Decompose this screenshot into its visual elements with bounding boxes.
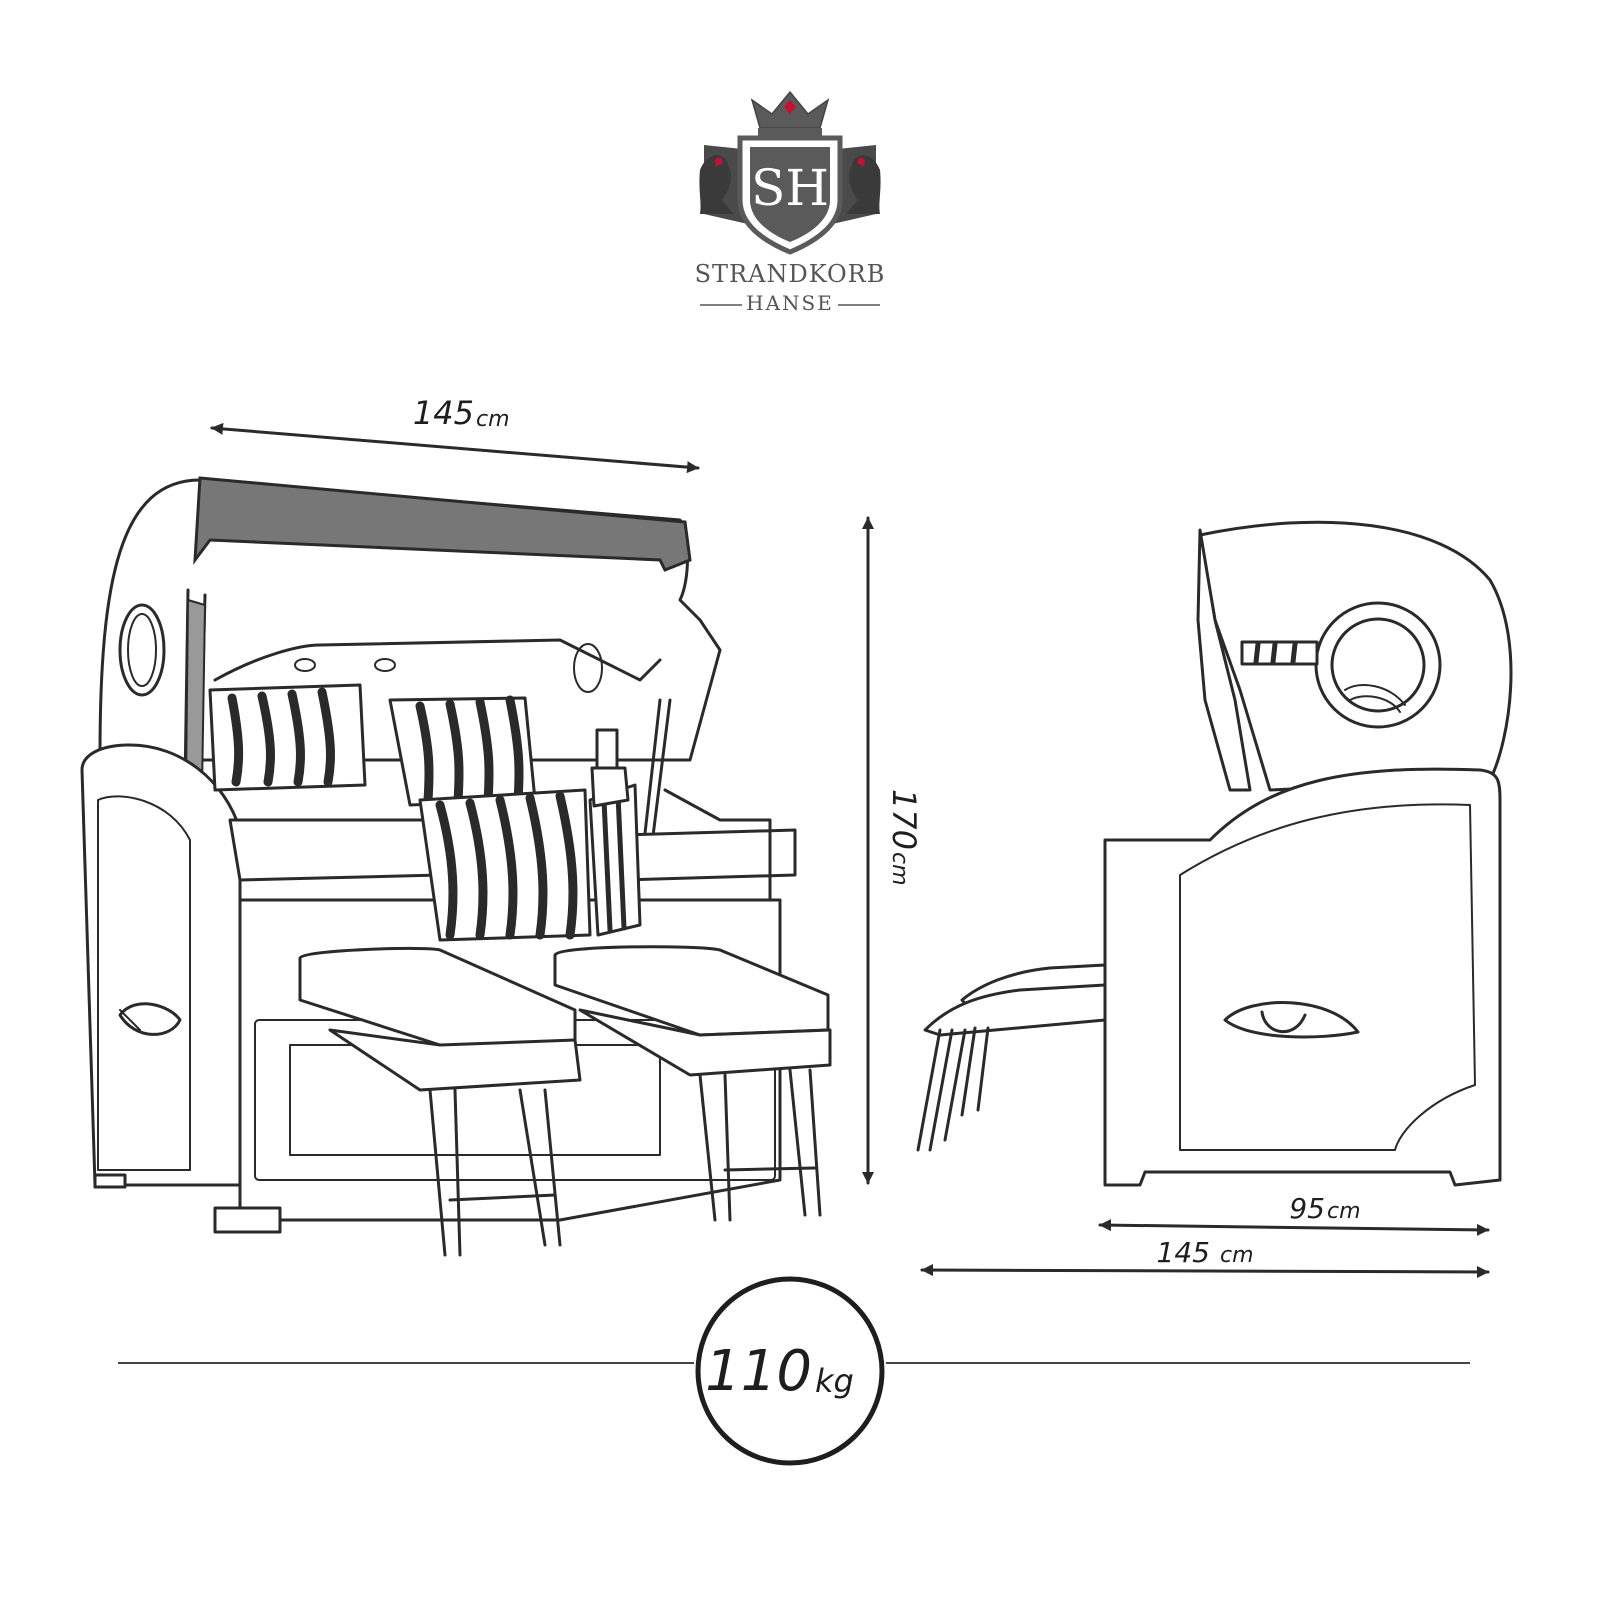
beach-chair-front-view [80, 476, 832, 1257]
lion-icon [699, 155, 734, 214]
front-width-unit: cm [476, 407, 510, 432]
pillow-side [588, 783, 642, 937]
dimension-side-depth: 95 cm [1098, 1192, 1490, 1236]
side-total-depth-unit: cm [1220, 1243, 1254, 1268]
footrest-left [298, 946, 582, 1257]
front-width-value: 145 [413, 394, 474, 432]
brand-name-line1: STRANDKORB [695, 260, 886, 288]
brand-monogram: SH [751, 159, 829, 217]
pillow-left [208, 683, 367, 792]
side-total-depth-value: 145 [1157, 1236, 1210, 1269]
side-depth-unit: cm [1327, 1199, 1361, 1224]
shield-icon: SH [737, 135, 843, 255]
footrest-right [553, 945, 832, 1222]
height-value: 170 [885, 789, 923, 850]
dimension-height: 170 cm [862, 516, 923, 1185]
crown-gem [784, 100, 796, 114]
lion-icon [846, 155, 881, 214]
dimension-front-width: 145 cm [210, 394, 700, 474]
dimension-side-total-depth: 145 cm [920, 1236, 1490, 1278]
pillow-center [388, 695, 537, 807]
side-depth-value: 95 [1289, 1192, 1325, 1225]
beach-chair-side-view [916, 520, 1513, 1187]
weight-unit: kg [815, 1362, 854, 1400]
weight-badge: 110 kg [118, 1276, 1470, 1466]
crown-icon [750, 90, 830, 136]
pillow-front [418, 788, 592, 942]
brand-logo: SH STRANDKORB HANSE [695, 90, 886, 315]
weight-value: 110 [705, 1339, 812, 1404]
brand-name-line2: HANSE [746, 291, 834, 315]
height-unit: cm [887, 852, 912, 886]
